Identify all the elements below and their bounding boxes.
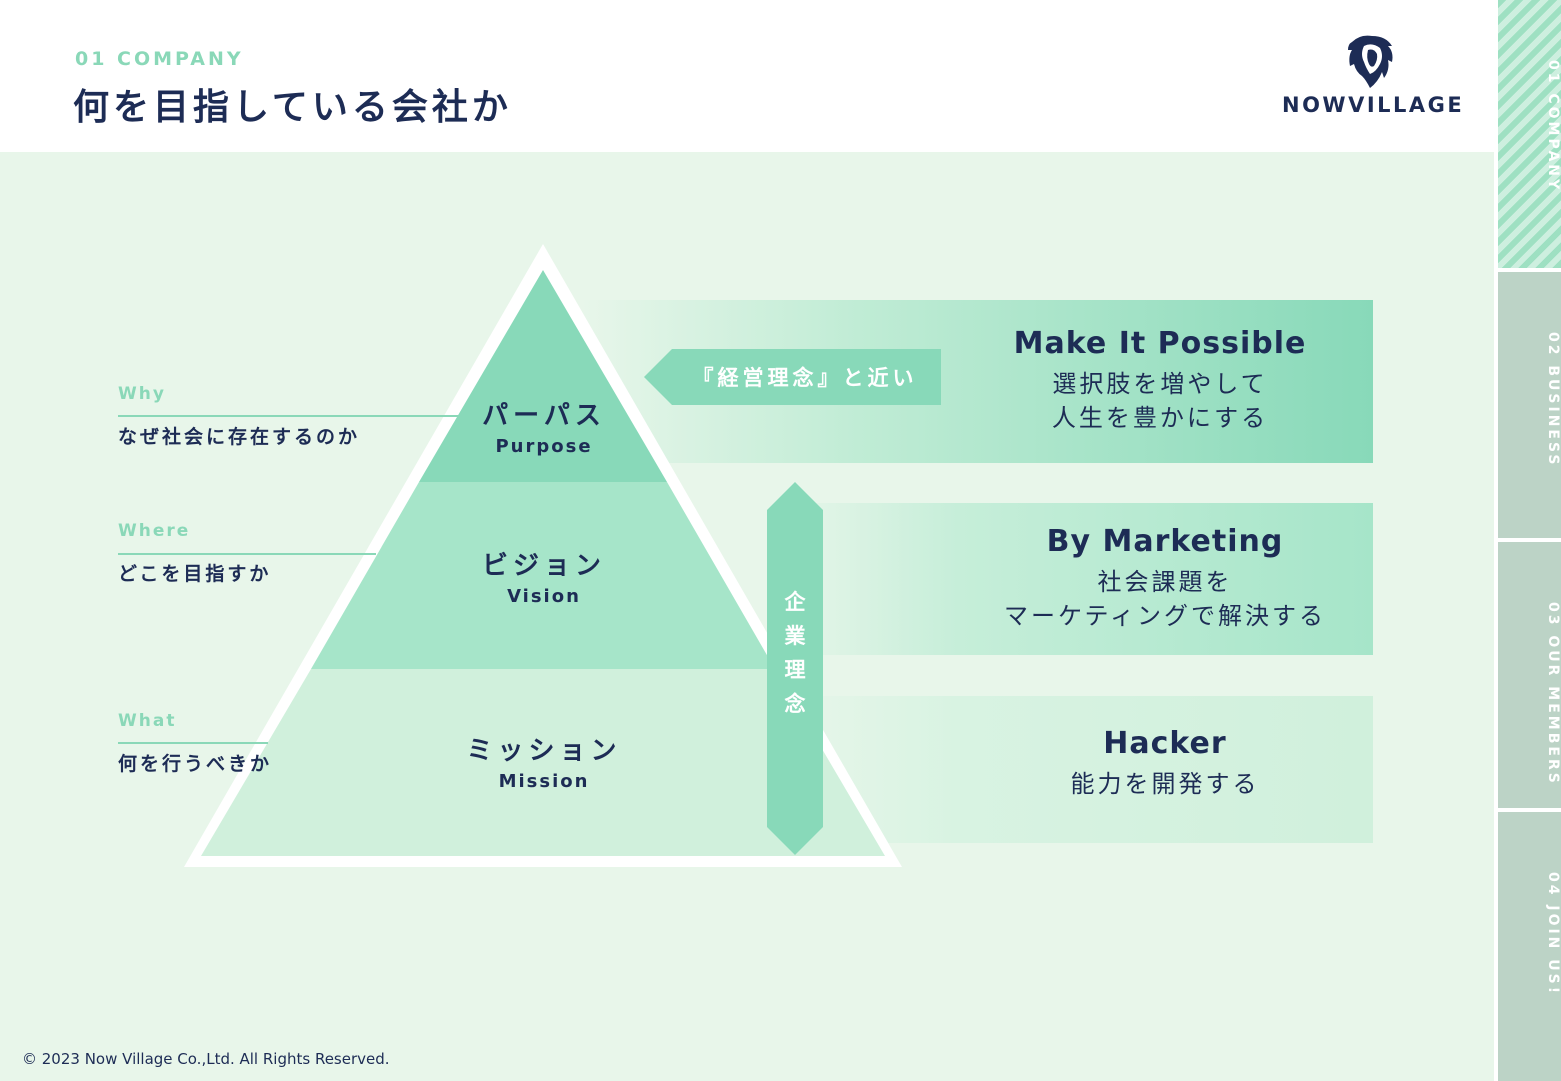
nav-tab-business-label: 02 BUSINESS — [1545, 332, 1561, 468]
banner-mission-line1: 能力を開発する — [1070, 770, 1260, 798]
level-vision-jp: ビジョン — [481, 551, 606, 581]
corporate-philosophy-char: 業 — [784, 624, 806, 648]
corporate-philosophy-text: 企業理念 — [772, 585, 818, 721]
why-en: Why — [118, 384, 166, 404]
banner-mission-bg — [780, 696, 1373, 843]
level-vision-en: Vision — [507, 586, 581, 607]
nav-tab-join-label: 04 JOIN US! — [1545, 872, 1561, 997]
corporate-philosophy-arrow — [767, 482, 823, 855]
corporate-philosophy-label: 企業理念 — [772, 585, 818, 721]
banner-purpose-title: Make It Possible — [1013, 326, 1307, 361]
pyramid-purpose — [419, 270, 667, 482]
banner-vision: By Marketing 社会課題を マーケティングで解決する — [960, 524, 1370, 633]
pyramid-diagram — [118, 244, 1373, 867]
nav-tab-business[interactable]: 02 BUSINESS — [1498, 272, 1561, 538]
pyramid-mission — [201, 669, 885, 856]
why-label: Why なぜ社会に存在するのか — [118, 384, 360, 449]
banner-mission: Hacker 能力を開発する — [960, 726, 1370, 801]
page-header: 01 COMPANY 何を目指している会社か NOWVILLAGE — [0, 0, 1494, 152]
corporate-philosophy-char: 念 — [784, 692, 806, 716]
banner-purpose: Make It Possible 選択肢を増やして 人生を豊かにする — [950, 326, 1370, 435]
page-title: 何を目指している会社か — [73, 87, 512, 128]
callout-text: 『経営理念』と近い — [692, 366, 918, 390]
level-mission-jp: ミッション — [466, 736, 622, 766]
callout-arrow — [644, 349, 941, 405]
copyright: © 2023 Now Village Co.,Ltd. All Rights R… — [22, 1050, 390, 1068]
banner-vision-bg — [780, 503, 1373, 655]
nav-tab-company-label: 01 COMPANY — [1545, 60, 1561, 193]
nav-tab-members-label: 03 OUR MEMBERS — [1545, 602, 1561, 786]
corporate-philosophy-char: 企 — [784, 590, 806, 614]
brand-name: NOWVILLAGE — [1282, 93, 1465, 117]
lion-head-icon — [1348, 35, 1393, 88]
what-jp: 何を行うべきか — [118, 753, 273, 775]
where-label: Where どこを目指すか — [118, 521, 271, 586]
what-en: What — [118, 711, 177, 731]
level-vision: ビジョン Vision — [424, 545, 664, 607]
corporate-philosophy-char: 理 — [784, 658, 806, 682]
where-jp: どこを目指すか — [118, 563, 272, 585]
banner-vision-title: By Marketing — [1046, 524, 1284, 559]
level-mission-en: Mission — [498, 771, 590, 792]
section-eyebrow: 01 COMPANY — [75, 48, 244, 70]
level-purpose-en: Purpose — [495, 436, 593, 457]
banner-vision-line1: 社会課題を — [1097, 568, 1233, 596]
nav-tab-company[interactable]: 01 COMPANY — [1498, 0, 1561, 268]
nav-tab-members[interactable]: 03 OUR MEMBERS — [1498, 542, 1561, 808]
what-label: What 何を行うべきか — [118, 711, 272, 776]
section-nav: 01 COMPANY 02 BUSINESS 03 OUR MEMBERS 04… — [1494, 0, 1561, 1081]
banner-mission-title: Hacker — [1103, 726, 1227, 761]
where-en: Where — [118, 521, 191, 541]
level-mission: ミッション Mission — [424, 730, 664, 792]
nav-tab-join[interactable]: 04 JOIN US! — [1498, 812, 1561, 1081]
banner-purpose-line1: 選択肢を増やして — [1052, 370, 1268, 398]
pyramid-vision — [311, 482, 775, 669]
banner-vision-line2: マーケティングで解決する — [1003, 602, 1327, 630]
level-purpose: パーパス Purpose — [424, 395, 664, 457]
banner-purpose-line2: 人生を豊かにする — [1051, 404, 1269, 432]
brand-logo[interactable]: NOWVILLAGE — [1282, 32, 1462, 122]
level-purpose-jp: パーパス — [482, 401, 606, 431]
why-jp: なぜ社会に存在するのか — [118, 426, 361, 448]
